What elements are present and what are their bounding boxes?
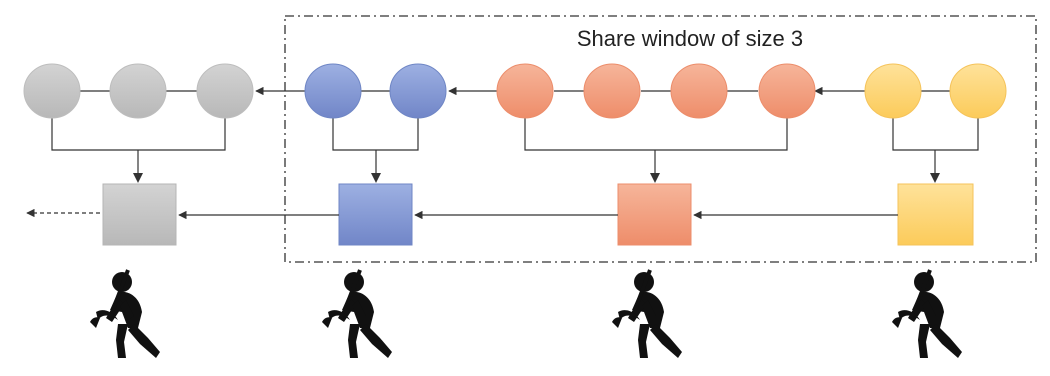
block-blue bbox=[338, 183, 413, 246]
bracket-connectors bbox=[51, 118, 979, 174]
arrowhead-gray bbox=[133, 173, 143, 183]
arrowhead-yellow bbox=[930, 173, 940, 183]
share-circle-yellow-1 bbox=[864, 63, 922, 119]
share-circle-gray-2 bbox=[109, 63, 167, 119]
share-circle-orange-1 bbox=[496, 63, 554, 119]
arrowhead-blue bbox=[371, 173, 381, 183]
arrowhead-orange bbox=[650, 173, 660, 183]
share-circle-orange-2 bbox=[583, 63, 641, 119]
share-circle-orange-4 bbox=[758, 63, 816, 119]
block-yellow bbox=[897, 183, 974, 246]
share-window-label: Share window of size 3 bbox=[576, 26, 804, 51]
share-circle-yellow-2 bbox=[949, 63, 1007, 119]
share-circle-blue-1 bbox=[304, 63, 362, 119]
share-window-box bbox=[284, 15, 1037, 263]
share-circle-gray-1 bbox=[23, 63, 81, 119]
miner-icon-1 bbox=[88, 268, 162, 360]
miner-icon-2 bbox=[320, 268, 394, 360]
miner-icon-4 bbox=[890, 268, 964, 360]
miner-icon-3 bbox=[610, 268, 684, 360]
share-circle-gray-3 bbox=[196, 63, 254, 119]
block-gray bbox=[102, 183, 177, 246]
share-circle-orange-3 bbox=[670, 63, 728, 119]
block-orange bbox=[617, 183, 692, 246]
share-circle-blue-2 bbox=[389, 63, 447, 119]
